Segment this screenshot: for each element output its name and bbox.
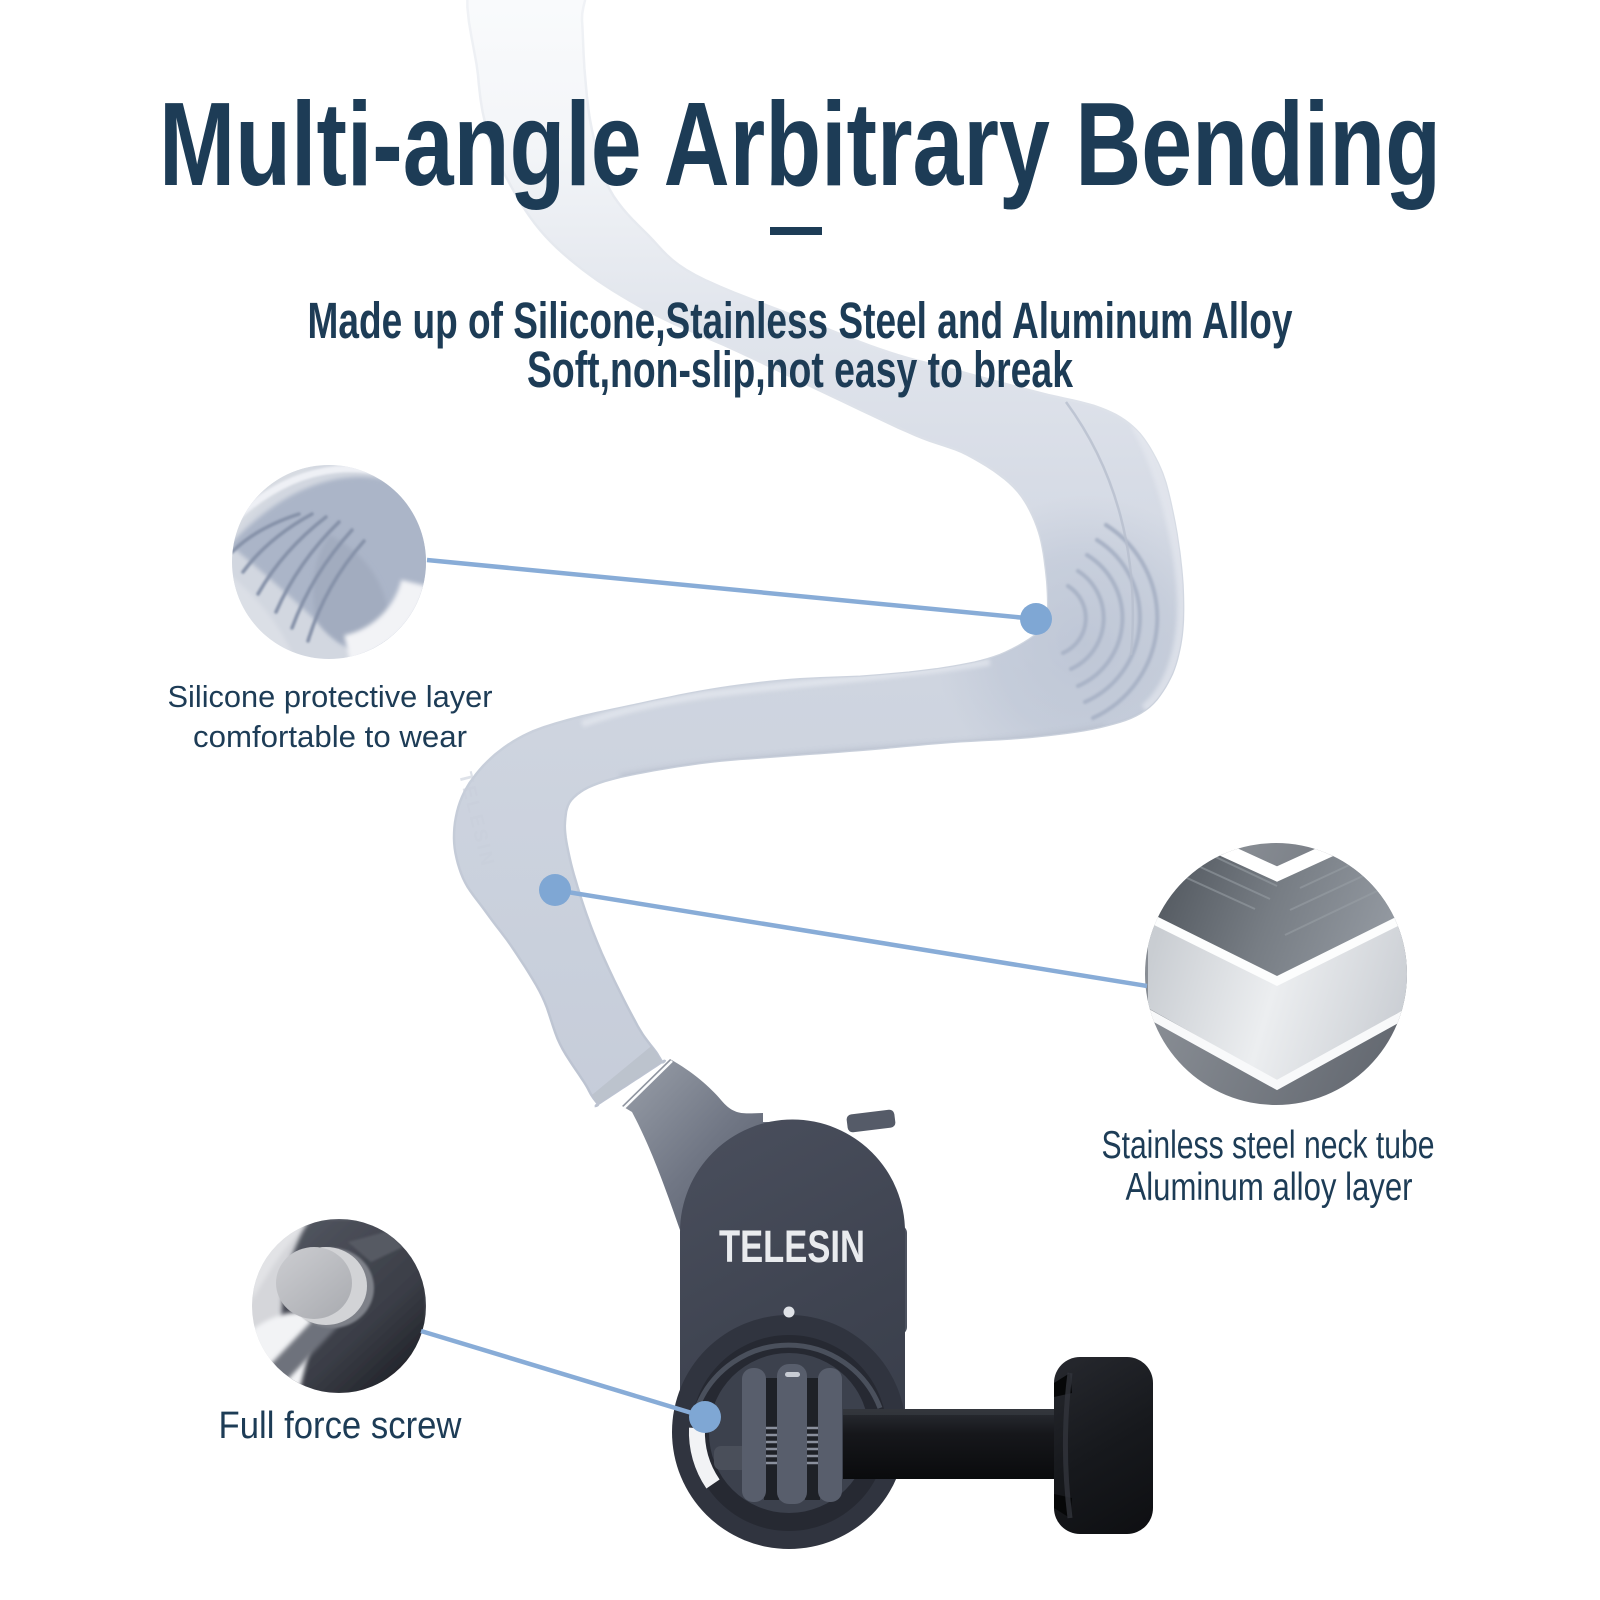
svg-text:Made up of Silicone,Stainless: Made up of Silicone,Stainless Steel and … (308, 292, 1293, 349)
svg-text:comfortable to wear: comfortable to wear (193, 719, 467, 754)
svg-text:TELESIN: TELESIN (719, 1221, 865, 1272)
svg-text:Multi-angle Arbitrary Bending: Multi-angle Arbitrary Bending (159, 78, 1441, 211)
svg-text:Aluminum alloy layer: Aluminum alloy layer (1126, 1166, 1413, 1209)
svg-text:Soft,non-slip,not easy to brea: Soft,non-slip,not easy to break (527, 341, 1073, 398)
svg-text:Full force screw: Full force screw (219, 1405, 463, 1447)
svg-text:Stainless steel neck tube: Stainless steel neck tube (1102, 1124, 1435, 1167)
svg-text:Silicone protective layer: Silicone protective layer (168, 679, 493, 714)
